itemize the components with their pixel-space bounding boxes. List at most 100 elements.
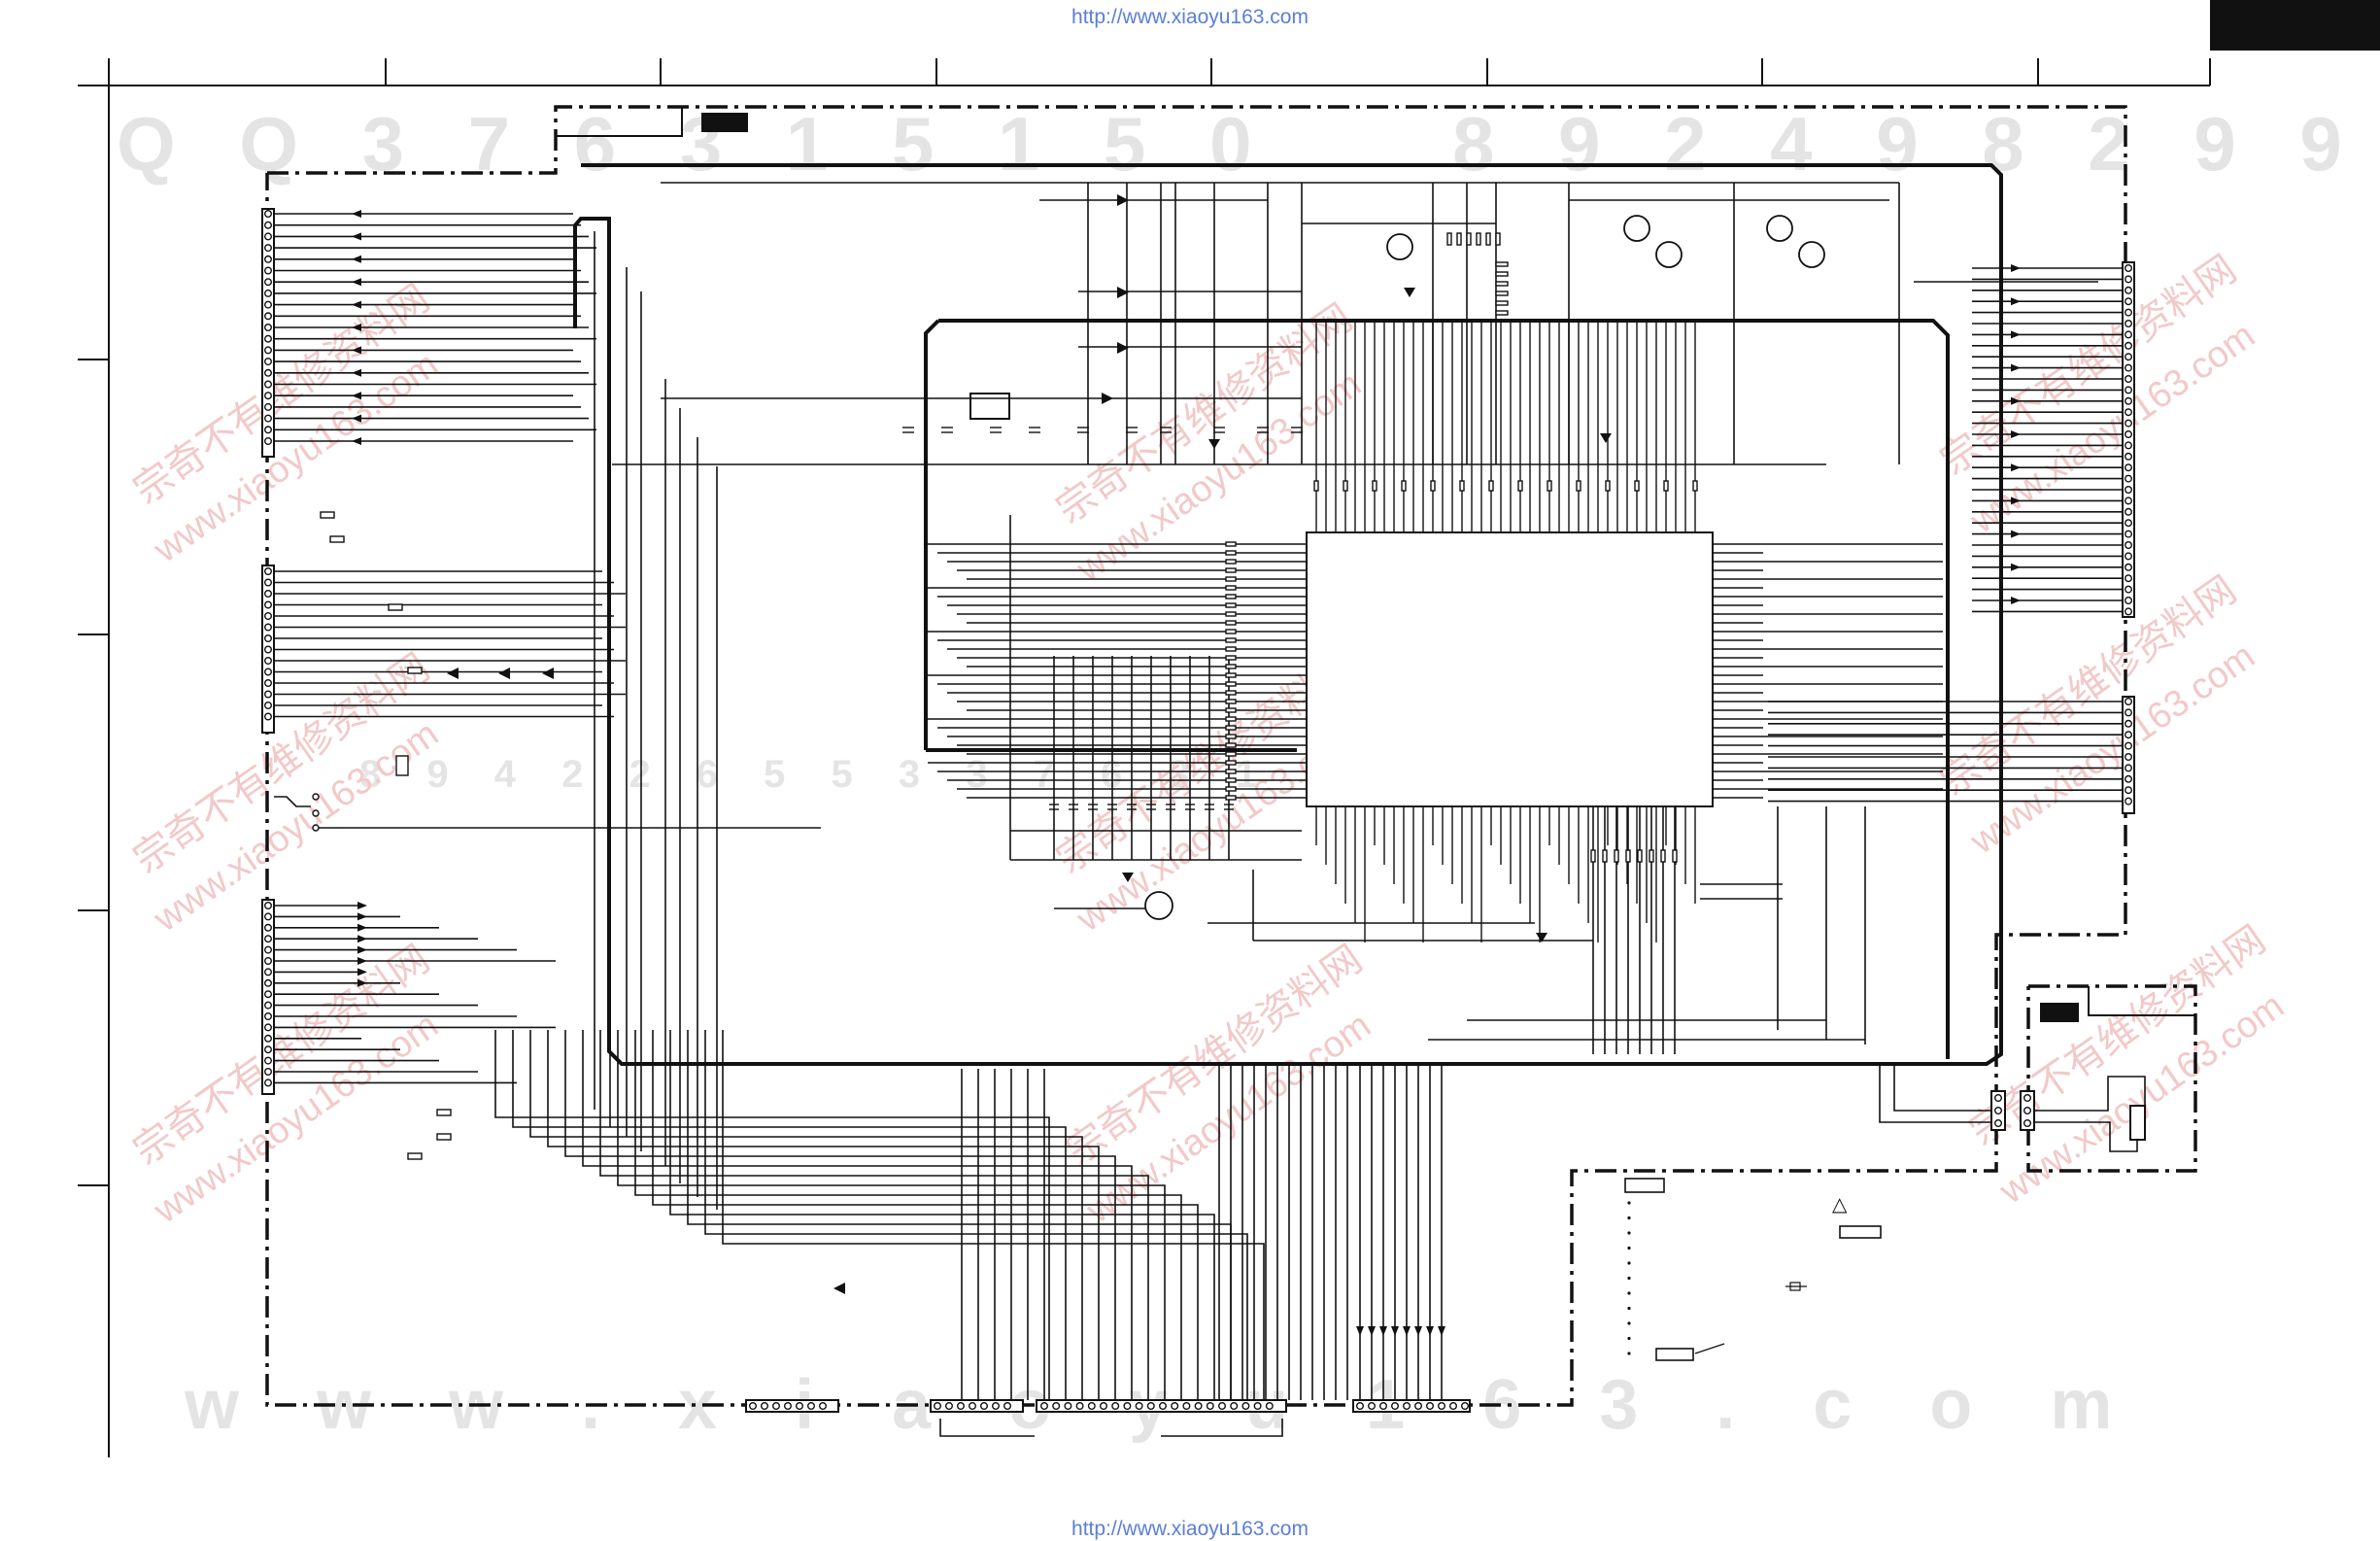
resistor bbox=[1225, 777, 1237, 783]
transistor-q6 bbox=[1144, 891, 1173, 920]
connector-pin bbox=[264, 209, 273, 218]
resistor bbox=[1225, 629, 1237, 634]
connector-pin bbox=[2124, 597, 2132, 605]
signal-arrow bbox=[357, 978, 367, 987]
connector-pin bbox=[264, 1056, 273, 1065]
connector-pin bbox=[264, 923, 273, 932]
connector-pin bbox=[1253, 1401, 1262, 1410]
resistor bbox=[1225, 707, 1237, 713]
legend-bullet bbox=[1627, 1231, 1631, 1235]
connector-pin bbox=[264, 1001, 273, 1010]
signal-arrow bbox=[357, 968, 367, 976]
connector-pin bbox=[264, 978, 273, 987]
switch-contact bbox=[312, 824, 320, 832]
signal-arrow bbox=[352, 300, 361, 309]
connector-pin bbox=[1052, 1401, 1061, 1410]
diode-d3 bbox=[1117, 342, 1129, 354]
signal-arrow bbox=[357, 902, 367, 909]
resistor bbox=[1225, 541, 1237, 547]
bracket bbox=[939, 1419, 1035, 1437]
sub-board-component bbox=[2129, 1105, 2146, 1141]
connector-cn-bottom-1 bbox=[745, 1399, 839, 1413]
resistor bbox=[1225, 769, 1237, 774]
connector-pin bbox=[2023, 1093, 2031, 1102]
connector-pin bbox=[2023, 1106, 2031, 1114]
resistor bbox=[1466, 232, 1472, 246]
connector-pin bbox=[749, 1401, 758, 1410]
source-url-bottom[interactable]: http://www.xiaoyu163.com bbox=[1071, 1518, 1309, 1540]
connector-pin bbox=[980, 1401, 989, 1410]
signal-arrow bbox=[2011, 297, 2021, 306]
connector-pin bbox=[2124, 463, 2132, 472]
diodes bbox=[447, 194, 1612, 1294]
connector-pin bbox=[761, 1401, 769, 1410]
resistor bbox=[1495, 271, 1509, 277]
connector-pin bbox=[2124, 320, 2132, 328]
connector-pin bbox=[1194, 1401, 1203, 1410]
diode-d6 bbox=[1600, 433, 1612, 443]
resistor bbox=[1634, 480, 1640, 492]
connector-pin bbox=[264, 623, 273, 632]
connector-pin bbox=[2124, 731, 2132, 739]
signal-arrow bbox=[1438, 1326, 1445, 1336]
resistor bbox=[1372, 480, 1377, 492]
connector-pin bbox=[2124, 774, 2132, 783]
zener-zd1 bbox=[1208, 439, 1220, 449]
signal-arrow bbox=[1368, 1326, 1376, 1336]
connector-pin bbox=[1003, 1401, 1011, 1410]
signal-arrow bbox=[357, 945, 367, 954]
connector-pin bbox=[1993, 1093, 2002, 1102]
signal-wire bbox=[564, 1030, 1116, 1400]
connector-pin bbox=[1241, 1401, 1250, 1410]
signal-wire bbox=[529, 1030, 1083, 1400]
connector-pin bbox=[969, 1401, 977, 1410]
connector-pin bbox=[1378, 1401, 1387, 1410]
connector-pin bbox=[2124, 286, 2132, 294]
connector-pin bbox=[2124, 419, 2132, 428]
connector-pin bbox=[2124, 474, 2132, 483]
connector-pin bbox=[2124, 552, 2132, 561]
connector-pin bbox=[2023, 1118, 2031, 1127]
connector-pin bbox=[264, 426, 273, 434]
legend-connector-sample bbox=[1655, 1348, 1694, 1361]
connector-pin bbox=[264, 232, 273, 241]
connector-pin bbox=[1390, 1401, 1399, 1410]
connector-pin bbox=[264, 657, 273, 666]
signal-wire bbox=[704, 1030, 1248, 1400]
connector-pin bbox=[264, 324, 273, 332]
legend-bullet bbox=[1627, 1261, 1631, 1265]
page-corner-tab bbox=[2210, 0, 2380, 51]
resistor bbox=[407, 667, 423, 674]
signal-wire bbox=[669, 1030, 1215, 1400]
connector-pin bbox=[264, 590, 273, 599]
signal-arrow bbox=[352, 255, 361, 263]
connector-pin bbox=[264, 278, 273, 287]
connector-pin bbox=[264, 266, 273, 275]
connector-pin bbox=[1158, 1401, 1167, 1410]
signal-arrow bbox=[352, 437, 361, 445]
connector-pin bbox=[264, 221, 273, 229]
resistor bbox=[1401, 480, 1407, 492]
bracket bbox=[1161, 1419, 1283, 1437]
connector-pin bbox=[1425, 1401, 1434, 1410]
legend-box-1 bbox=[1624, 1178, 1665, 1193]
resistor bbox=[1576, 480, 1581, 492]
resistor bbox=[1225, 795, 1237, 801]
connector-pin bbox=[1099, 1401, 1107, 1410]
resistor bbox=[1488, 480, 1494, 492]
source-url-top[interactable]: http://www.xiaoyu163.com bbox=[1071, 6, 1309, 28]
resistor bbox=[320, 511, 335, 519]
legend-bullets bbox=[1627, 1201, 1631, 1355]
legend-bullet bbox=[1627, 1291, 1631, 1295]
resistor bbox=[1225, 655, 1237, 661]
signal-arrow bbox=[357, 935, 367, 943]
legend-box-2 bbox=[1839, 1225, 1882, 1239]
resistor bbox=[1476, 232, 1481, 246]
connector-pin bbox=[784, 1401, 793, 1410]
signal-wire bbox=[722, 1030, 1265, 1400]
signal-wire bbox=[1879, 1064, 1991, 1123]
connector-pin bbox=[264, 567, 273, 576]
diode-d12 bbox=[833, 1283, 845, 1294]
resistor bbox=[1225, 620, 1237, 626]
connector-pin bbox=[264, 1034, 273, 1043]
